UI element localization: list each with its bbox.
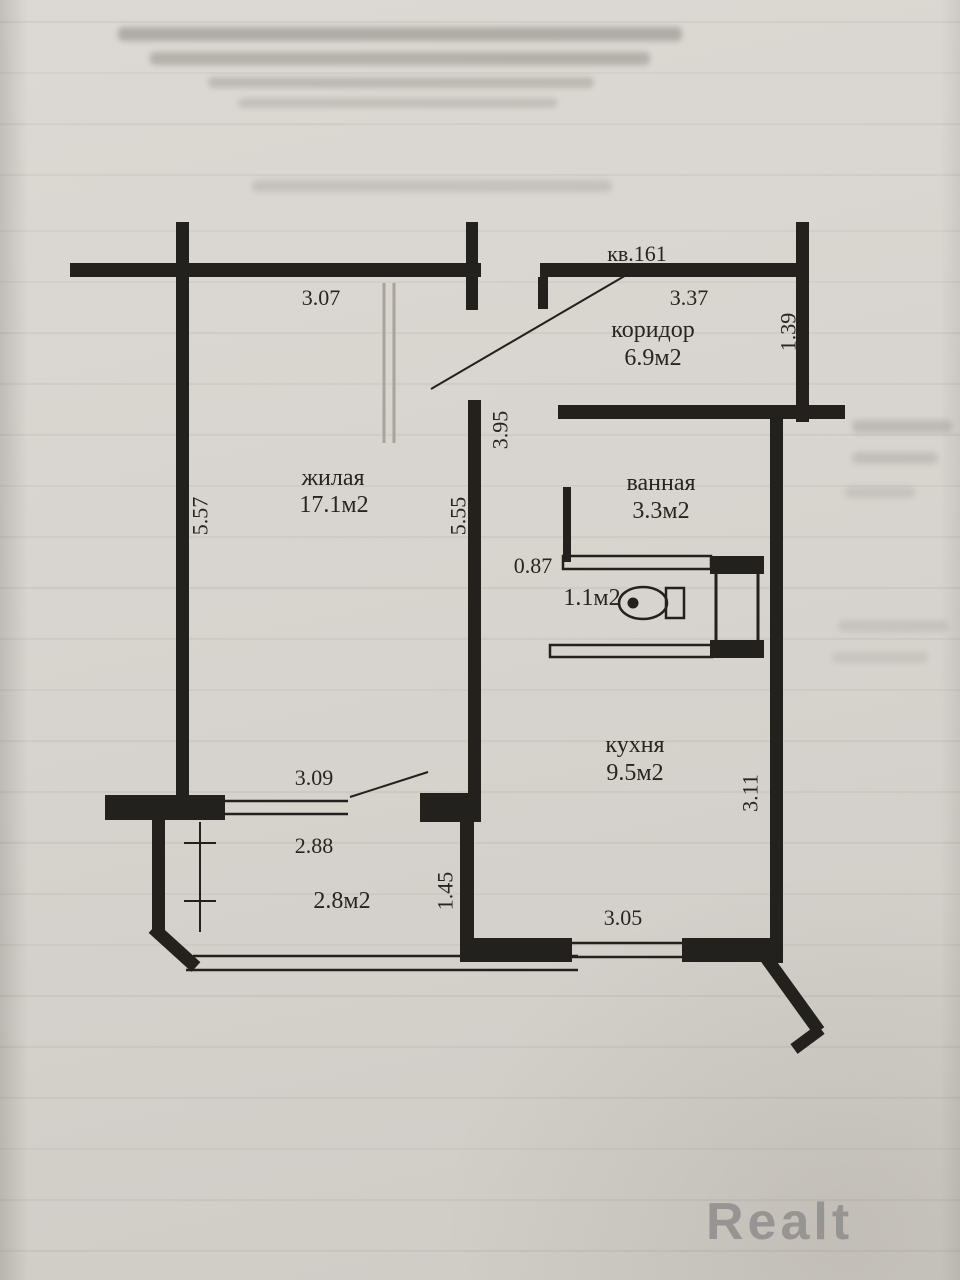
- toilet-icon: [617, 585, 686, 621]
- walls: [70, 222, 845, 963]
- dim-corridor-depth: 3.95: [488, 411, 513, 450]
- duct-shaft-bottom: [710, 640, 764, 658]
- dim-kitchen-height: 3.11: [738, 774, 763, 812]
- kitchen-bottom-wall-left: [460, 938, 572, 962]
- entrance-door-leaf: [382, 283, 396, 443]
- bathroom-area: 3.3м2: [632, 498, 689, 524]
- bleedthrough-smudge: [150, 52, 650, 65]
- top-wall-left: [70, 263, 481, 277]
- bleedthrough-smudge: [118, 27, 682, 41]
- kitchen-corner-diagonal-wall: [756, 948, 825, 1035]
- dim-entry-side: 1.39: [776, 313, 801, 352]
- kitchen-corner-tip-wall: [790, 1024, 825, 1054]
- toilet-drain: [627, 597, 639, 609]
- thin-lines: [148, 273, 825, 1054]
- bleedthrough-smudge: [208, 77, 594, 88]
- corridor-bottom-wall: [558, 405, 845, 419]
- balcony-junction-wall: [420, 793, 481, 822]
- kitchen-name: кухня: [605, 732, 664, 758]
- corridor-area: 6.9м2: [624, 345, 681, 371]
- dim-balcony-opening: 3.09: [295, 765, 334, 790]
- bleedthrough-smudge: [252, 180, 612, 192]
- apartment-number-label: кв.161: [607, 241, 667, 266]
- balcony-corner-wall: [148, 923, 201, 972]
- bleedthrough-smudge: [845, 487, 915, 498]
- wc-bottom-partition: [548, 643, 714, 659]
- bleedthrough-smudge: [852, 420, 952, 433]
- bath-left-wall: [563, 487, 571, 562]
- kitchen-bottom-wall-right: [682, 938, 773, 962]
- kitchen-right-wall: [770, 419, 783, 963]
- toilet-cistern: [664, 586, 686, 620]
- dim-top-right: 3.37: [670, 285, 709, 310]
- dim-top-left: 3.07: [302, 285, 341, 310]
- dim-living-left: 5.57: [188, 497, 213, 536]
- middle-wall: [468, 400, 481, 797]
- entrance-door-swing: [430, 273, 629, 390]
- living-name: жилая: [300, 465, 364, 491]
- bleedthrough-smudge: [838, 620, 948, 632]
- kitchen-left-lower-wall: [460, 820, 474, 942]
- dim-kitchen-window: 3.05: [604, 905, 643, 930]
- labels: кв.161 3.07 3.37 коридор 6.9м2 1.39 3.95…: [188, 241, 801, 930]
- bleedthrough-smudge: [852, 452, 938, 464]
- wc-area: 1.1м2: [563, 585, 620, 611]
- dim-balcony-width: 2.88: [295, 833, 334, 858]
- dim-living-right: 5.55: [446, 497, 471, 536]
- living-left-wall: [176, 222, 189, 795]
- toilet-bowl: [617, 585, 669, 621]
- top-wall-right: [540, 263, 809, 277]
- duct-shaft-top: [710, 556, 764, 574]
- balcony-top-wall: [105, 795, 225, 820]
- bathroom-name: ванная: [626, 470, 695, 496]
- dim-balcony-depth: 1.45: [433, 872, 458, 911]
- balcony-door-swing: [349, 771, 429, 798]
- top-wall-stub: [466, 222, 478, 310]
- balcony-area: 2.8м2: [313, 888, 370, 914]
- realt-watermark-logo: Realt: [706, 1193, 854, 1251]
- bath-wc-partition: [561, 554, 713, 571]
- bleedthrough-smudge: [832, 652, 928, 663]
- living-area: 17.1м2: [299, 492, 368, 518]
- dim-bath-width: 0.87: [514, 553, 553, 578]
- corridor-name: коридор: [611, 317, 695, 343]
- bleedthrough-smudge: [238, 98, 558, 108]
- entry-wall-stub: [538, 277, 548, 309]
- balcony-left-wall: [152, 820, 165, 932]
- right-wall-upper: [796, 222, 809, 422]
- kitchen-area: 9.5м2: [606, 760, 663, 786]
